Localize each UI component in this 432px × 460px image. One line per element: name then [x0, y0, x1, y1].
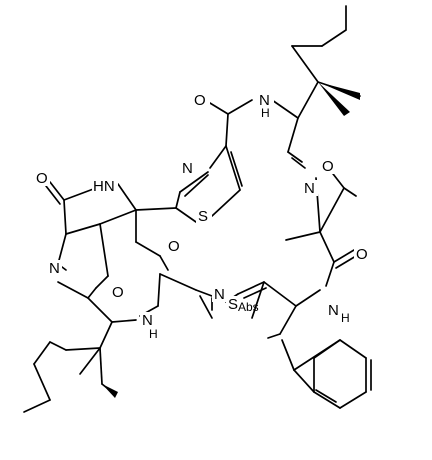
atom-n-amide-right: N — [328, 302, 339, 319]
atom-n-thiazole-center: N — [214, 286, 225, 303]
atom-o-oxazoline-right: O — [322, 158, 334, 175]
atom-o-carbonyl-center: O — [168, 238, 180, 255]
atom-hn-left: HN — [93, 178, 115, 195]
atom-n-thiazole-top: N — [182, 160, 193, 177]
stereo-bonds — [102, 82, 360, 398]
atom-n-amide-top: N — [259, 92, 270, 109]
atom-s-thiazole-top: S — [198, 208, 208, 225]
atom-n-oxazoline-right: N — [304, 180, 315, 197]
atom-o-carbonyl-right: O — [356, 246, 368, 263]
atom-h-amide-center: H — [149, 327, 158, 341]
atom-o-oxazoline-left: O — [112, 284, 124, 301]
bond-lines — [23, 5, 372, 413]
atom-h-amide-top: H — [261, 106, 270, 120]
atom-o-carbonyl-left: O — [36, 170, 48, 187]
atom-h-amide-right: H — [341, 311, 350, 325]
atom-labels: O N H N S N O HN O N O O O N S Abs N H — [34, 90, 370, 341]
atom-abs-label: Abs — [238, 300, 259, 314]
atom-o-carbonyl-top: O — [194, 92, 206, 109]
atom-n-oxazoline-left: N — [49, 260, 60, 277]
atom-s-thiazole-center: S — [228, 296, 238, 313]
atom-n-amide-center: N — [142, 312, 153, 329]
